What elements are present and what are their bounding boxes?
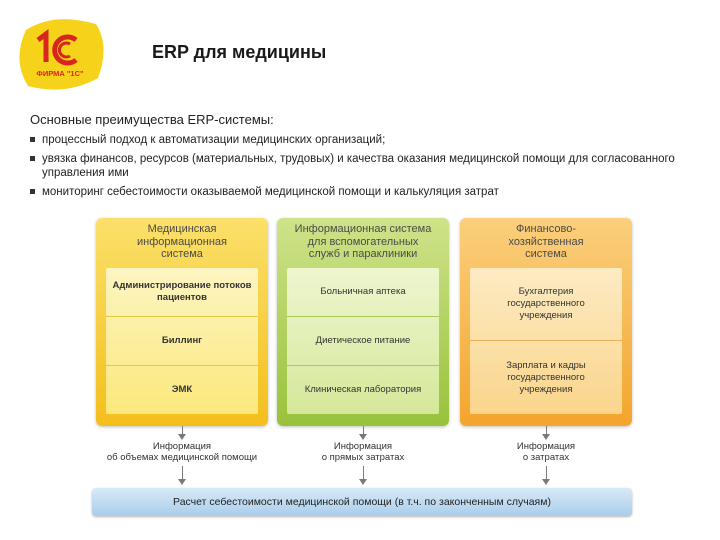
divider [106,316,258,317]
benefits-list: процессный подход к автоматизации медици… [30,133,700,204]
list-item: мониторинг себестоимости оказываемой мед… [30,185,700,199]
list-item: процессный подход к автоматизации медици… [30,133,700,147]
logo-caption: ФИРМА "1С" [36,69,84,78]
column-medical-info-system: Медицинская информационная система Админ… [96,218,268,426]
connector-line [182,426,183,435]
arrow-down-icon [359,434,367,440]
bullet-icon [30,189,35,194]
cost-calculation-bar: Расчет себестоимости медицинской помощи … [92,488,632,516]
arrow-down-icon [359,479,367,485]
info-label-costs: Информация о затратах [516,441,576,463]
divider [470,340,622,341]
module-clinical-lab: Клиническая лаборатория [304,384,422,395]
bullet-icon [30,137,35,142]
logo-1c-mark [36,29,78,66]
arrow-down-icon [178,479,186,485]
column-body: Администрирование потоков пациентов Билл… [106,268,258,414]
column-title: Информационная система для вспомогательн… [294,223,432,260]
module-hospital-pharmacy: Больничная аптека [320,286,406,297]
column-title: Финансово- хозяйственная система [508,223,584,260]
divider [106,365,258,366]
info-label-direct-costs: Информация о прямых затратах [321,441,405,463]
page-title: ERP для медицины [152,42,327,62]
module-patient-flow: Администрирование потоков пациентов [112,280,252,303]
module-emk: ЭМК [171,384,193,395]
arrow-down-icon [178,434,186,440]
connector-line [546,466,547,480]
module-accounting: Бухгалтерия государственного учреждения [507,286,585,321]
arrow-down-icon [542,434,550,440]
column-title: Медицинская информационная система [137,223,227,260]
intro-subtitle: Основные преимущества ERP-системы: [30,112,274,127]
column-body: Бухгалтерия государственного учреждения … [470,268,622,414]
connector-line [546,426,547,435]
column-auxiliary-services-system: Информационная система для вспомогательн… [277,218,449,426]
column-body: Больничная аптека Диетическое питание Кл… [287,268,439,414]
module-dietary-nutrition: Диетическое питание [315,335,411,346]
info-label-volumes: Информация об объемах медицинской помощи [106,441,258,463]
arrow-down-icon [542,479,550,485]
connector-line [182,466,183,480]
firma-1c-logo: ФИРМА "1С" [19,19,104,90]
connector-line [363,426,364,435]
list-item: увязка финансов, ресурсов (материальных,… [30,152,700,180]
cost-calculation-label: Расчет себестоимости медицинской помощи … [173,496,551,508]
divider [287,365,439,366]
connector-line [363,466,364,480]
bullet-icon [30,156,35,161]
divider [287,316,439,317]
module-billing: Биллинг [161,335,203,346]
column-financial-system: Финансово- хозяйственная система Бухгалт… [460,218,632,426]
module-payroll: Зарплата и кадры государственного учрежд… [506,359,586,395]
